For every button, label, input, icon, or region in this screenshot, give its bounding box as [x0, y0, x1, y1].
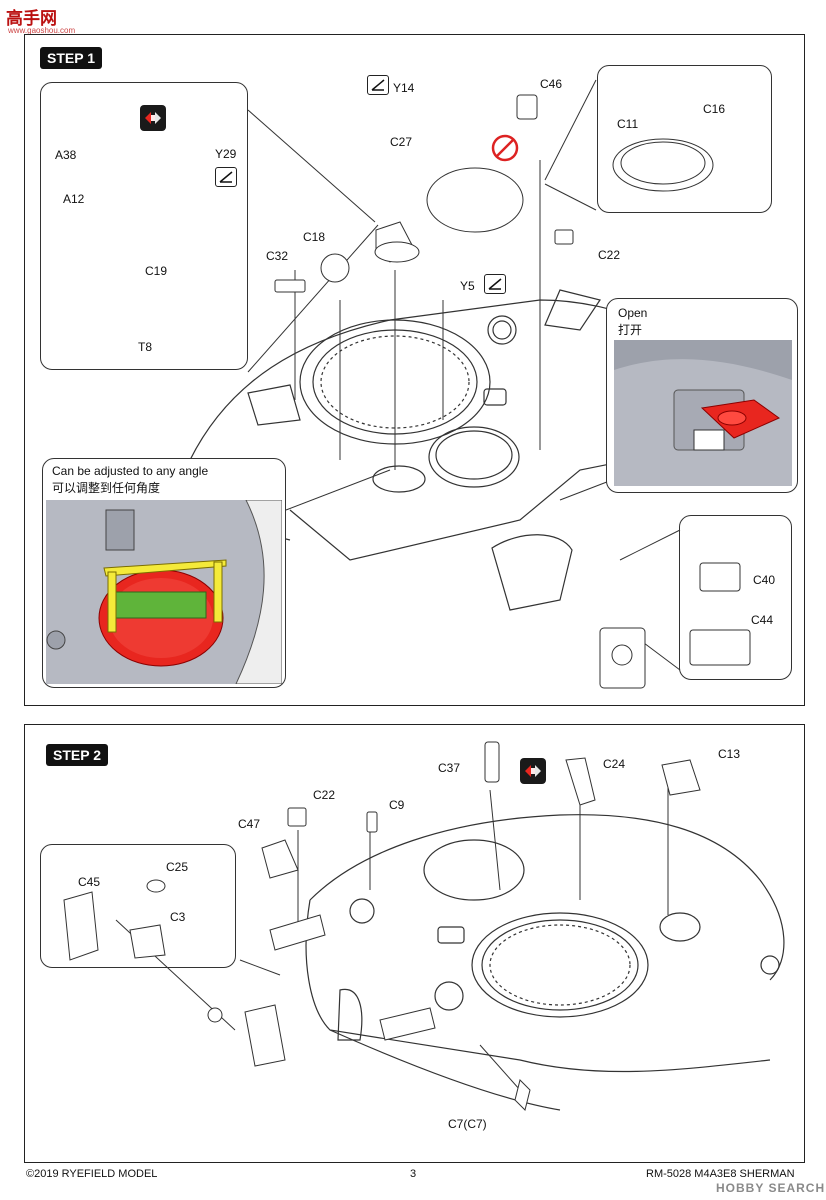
glue-icon	[367, 75, 389, 95]
swap-icon	[140, 105, 166, 131]
glue-icon	[484, 274, 506, 294]
adjust-note-cn: 可以调整到任何角度	[52, 481, 161, 495]
part-C40: C40	[753, 573, 776, 587]
part-C44: C44	[751, 613, 774, 627]
footer-page-number: 3	[410, 1168, 417, 1180]
part-C7: C7(C7)	[448, 1117, 487, 1131]
part-C37: C37	[438, 761, 461, 775]
open-note-cn: 打开	[618, 323, 643, 337]
step1-frame	[24, 34, 805, 706]
adjust-inset-image	[46, 500, 282, 684]
step2-badge: STEP 2	[46, 744, 108, 766]
part-C45: C45	[78, 875, 101, 889]
part-C25: C25	[166, 860, 189, 874]
open-note-en: Open	[618, 306, 648, 320]
part-A38: A38	[55, 148, 77, 162]
part-C16: C16	[703, 102, 726, 116]
part-C47: C47	[238, 817, 261, 831]
swap-icon	[520, 758, 546, 784]
step1-badge: STEP 1	[40, 47, 102, 69]
part-T8: T8	[138, 340, 153, 354]
part-C22: C22	[313, 788, 336, 802]
part-C27: C27	[390, 135, 413, 149]
step1-callout-hatch	[597, 65, 772, 213]
part-C24: C24	[603, 757, 626, 771]
part-C18: C18	[303, 230, 326, 244]
part-Y5: Y5	[460, 279, 475, 293]
part-C11: C11	[617, 117, 639, 131]
part-C9: C9	[389, 798, 405, 812]
site-logo-text: 高手网	[6, 9, 57, 28]
step2-callout-left	[40, 844, 236, 968]
site-logo: 高手网	[6, 4, 57, 29]
step1-callout-periscope	[679, 515, 792, 680]
part-C46: C46	[540, 77, 563, 91]
part-C13: C13	[718, 747, 741, 761]
adjust-note-en: Can be adjusted to any angle	[52, 464, 209, 478]
footer-copyright: ©2019 RYEFIELD MODEL	[26, 1168, 158, 1180]
part-C32: C32	[266, 249, 289, 263]
part-A12: A12	[63, 192, 85, 206]
footer-watermark: HOBBY SEARCH	[716, 1181, 826, 1195]
part-Y29: Y29	[215, 147, 237, 161]
part-C22: C22	[598, 248, 621, 262]
glue-icon	[215, 167, 237, 187]
footer-product: RM-5028 M4A3E8 SHERMAN	[646, 1168, 795, 1180]
part-C19: C19	[145, 264, 168, 278]
open-inset-image	[614, 340, 792, 486]
part-Y14: Y14	[393, 81, 415, 95]
part-C3: C3	[170, 910, 186, 924]
step2-frame	[24, 724, 805, 1163]
site-logo-url: www.gaoshou.com	[8, 26, 76, 35]
